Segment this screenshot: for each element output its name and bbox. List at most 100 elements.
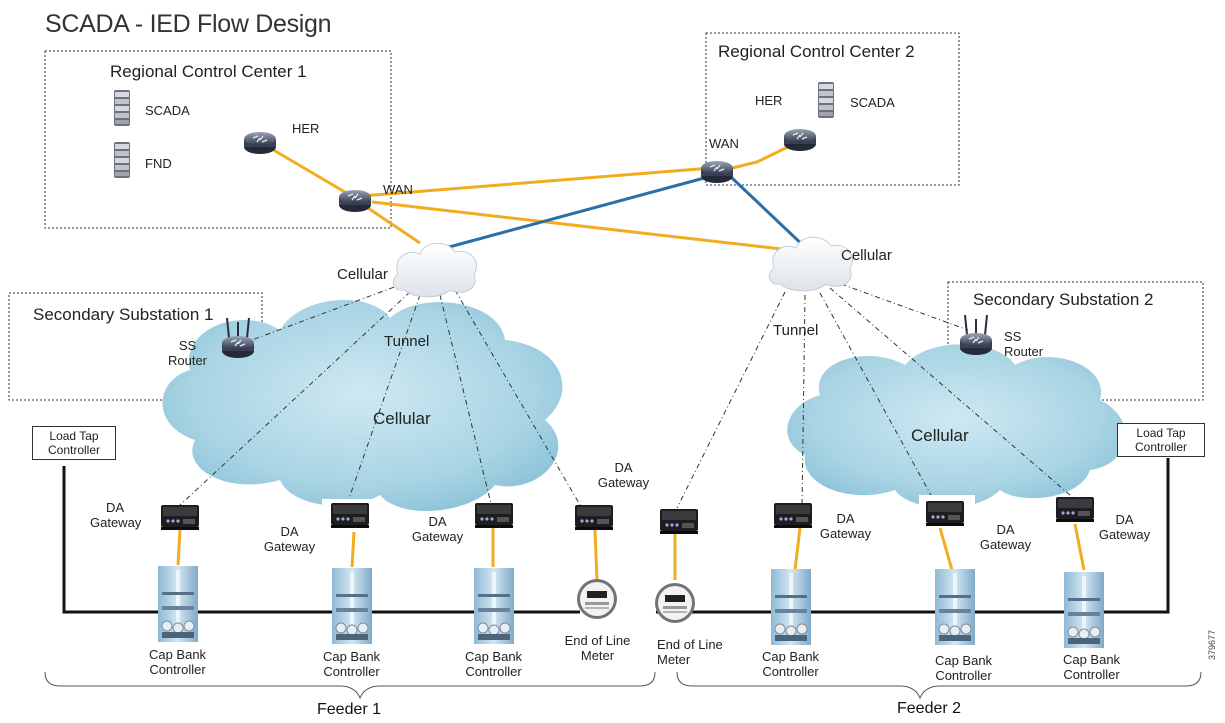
cap-bank-1-label-line1: Cap Bank [148,647,207,662]
meter-2-label-line1: End of Line [657,637,723,652]
cellular-cloud-left-label: Cellular [337,266,388,283]
ss-router-1-label-line2: Router [167,353,208,368]
wan-router-rcc1 [338,189,372,213]
cap-bank-2-label-line1: Cap Bank [322,649,381,664]
gateway-device-links [176,523,1086,581]
ss-router-2 [959,314,993,356]
feeder-2-label: Feeder 2 [897,700,962,717]
wan-router-rcc2 [700,160,734,184]
da-gateway-8 [1056,497,1094,522]
her-label-rcc2: HER [755,93,783,108]
cap-bank-pole-2 [331,567,373,645]
her-router-rcc2 [783,128,817,152]
cellular-coverage-right-label: Cellular [911,426,969,445]
tunnel-lines-right [676,279,1086,509]
cap-bank-2-label: Cap Bank Controller [314,649,389,679]
da-gateway-6 [774,503,812,528]
cap-bank-pole-3 [473,567,515,645]
cap-bank-pole-1 [157,565,199,643]
da-gateway-7-label-line1: DA [996,522,1015,537]
da-gateway-1-label: DA Gateway [90,500,142,530]
ss-router-1-label: SS Router [160,338,215,368]
ss-router-2-label: SS Router [1004,329,1043,359]
da-gateway-1-label-line1: DA [105,500,125,515]
fnd-label: FND [145,156,172,171]
scada-server-rcc1 [114,90,130,126]
cap-bank-pole-6 [1063,571,1105,649]
meter-2-label: End of Line Meter [657,637,742,667]
da-gateway-6-label-line1: DA [836,511,855,526]
da-gateway-4-label: DA Gateway [596,460,651,490]
da-gateway-2-label: DA Gateway [262,524,317,554]
cap-bank-5-label-line2: Controller [935,668,992,683]
cellular-cloud-right-label: Cellular [841,247,892,264]
meter-1-label-line2: Meter [580,648,615,663]
cap-bank-4-label-line1: Cap Bank [761,649,820,664]
load-tap-controller-right-line2: Controller [1134,440,1188,454]
rcc1-label: Regional Control Center 1 [110,62,307,81]
da-gateway-6-label: DA Gateway [818,511,873,541]
cap-bank-5-label-line1: Cap Bank [934,653,993,668]
da-gateway-3-label-line2: Gateway [411,529,464,544]
da-gateway-7-label-line2: Gateway [979,537,1032,552]
cap-bank-4-label-line2: Controller [762,664,819,679]
cellular-coverage-left-label: Cellular [373,409,431,428]
da-gateway-3-label: DA Gateway [410,514,465,544]
ss1-label: Secondary Substation 1 [33,305,214,324]
figure-number: 379677 [1207,629,1217,660]
cellular-coverage-left-cloud [162,299,563,512]
load-tap-controller-left-line1: Load Tap [49,429,99,443]
load-tap-controller-left-line2: Controller [47,443,101,457]
cellular-coverage-right-cloud [787,344,1126,508]
da-gateway-8-label: DA Gateway [1097,512,1152,542]
feeder-braces [44,671,1202,700]
meter-1-label: End of Line Meter [555,633,640,663]
tunnel-lines-left [179,282,584,511]
da-gateway-2-label-line2: Gateway [263,539,316,554]
rcc1-box [44,50,392,229]
cellular-cloud-left [392,242,478,298]
da-gateway-6-label-line2: Gateway [819,526,872,541]
her-router-rcc1 [243,131,277,155]
load-tap-controller-left: Load Tap Controller [32,426,116,460]
da-gateway-2-label-line1: DA [280,524,299,539]
page-title: SCADA - IED Flow Design [45,10,332,38]
cap-bank-6-label-line2: Controller [1063,667,1120,682]
cap-bank-3-label: Cap Bank Controller [456,649,531,679]
da-gateway-8-label-line2: Gateway [1098,527,1151,542]
da-gateway-1 [161,505,199,530]
meter-2-label-line2: Meter [657,652,691,667]
cellular-cloud-right [768,236,854,292]
end-of-line-meter-1 [576,578,618,620]
ss-router-1 [221,317,255,359]
cap-bank-3-label-line1: Cap Bank [464,649,523,664]
scada-server-rcc2 [818,82,834,118]
da-gateway-4-label-line2: Gateway [597,475,650,490]
cap-bank-6-label-line1: Cap Bank [1062,652,1121,667]
scada-label-rcc1: SCADA [145,103,190,118]
fnd-server-rcc1 [114,142,130,178]
cap-bank-2-label-line2: Controller [323,664,380,679]
cap-bank-1-label-line2: Controller [149,662,206,677]
da-gateway-3-label-line1: DA [428,514,447,529]
end-of-line-meter-2 [654,582,696,624]
da-gateway-7-label: DA Gateway [978,522,1033,552]
her-label-rcc1: HER [292,121,320,136]
rcc2-box [705,32,960,186]
ss2-label: Secondary Substation 2 [973,290,1154,309]
wan-label-rcc1: WAN [383,182,413,197]
da-gateway-7 [926,501,964,526]
cellular-backhaul-links [437,175,810,252]
tunnel-left-label: Tunnel [384,333,430,350]
cap-bank-pole-4 [770,568,812,646]
cap-bank-6-label: Cap Bank Controller [1054,652,1129,682]
cap-bank-4-label: Cap Bank Controller [753,649,828,679]
da-gateway-5 [660,509,698,534]
feeder-lines [62,458,1170,614]
feeder-1-label: Feeder 1 [317,701,382,718]
da-gateway-1-label-line2: Gateway [90,515,142,530]
ss-router-2-label-line2: Router [1004,344,1044,359]
cap-bank-5-label: Cap Bank Controller [926,653,1001,683]
ss-router-2-label-line1: SS [1004,329,1022,344]
